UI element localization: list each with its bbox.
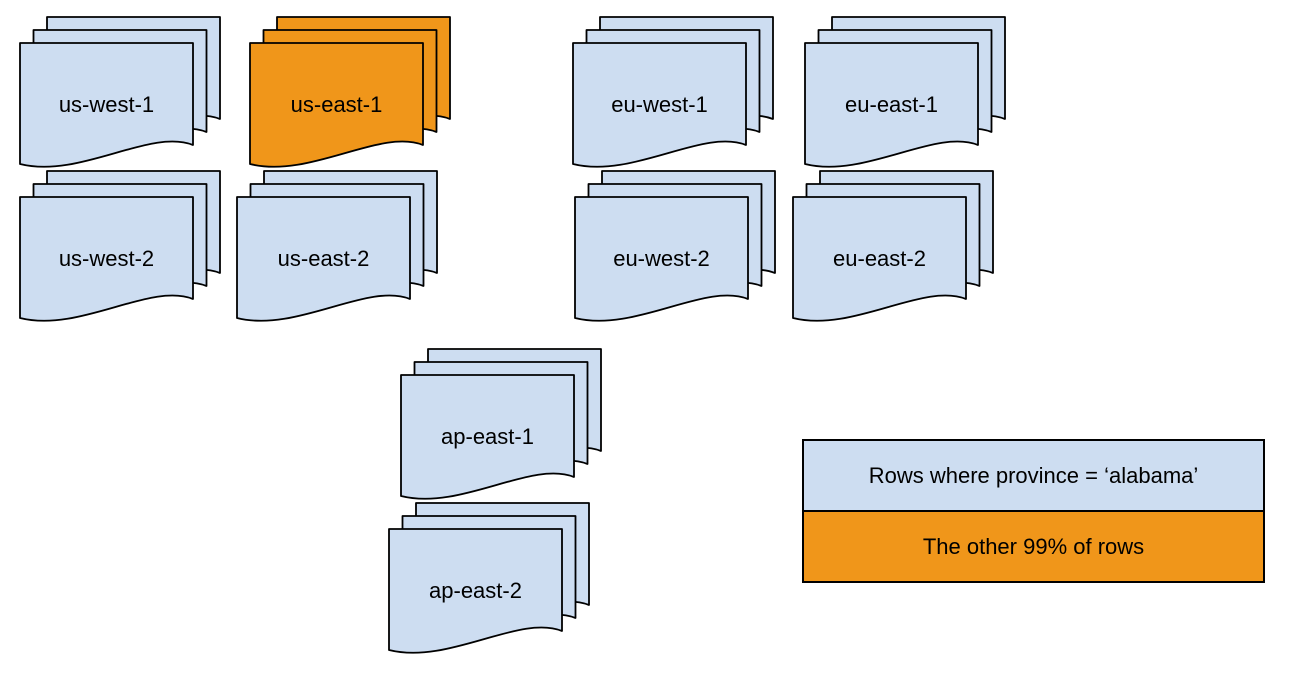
document-stack-icon (19, 170, 221, 322)
region-stack-eu-west-2: eu-west-2 (574, 170, 777, 326)
region-stack-eu-east-2: eu-east-2 (792, 170, 995, 326)
document-shape (792, 196, 967, 322)
document-shape (19, 196, 194, 322)
document-shape (249, 42, 424, 168)
document-shape (236, 196, 411, 322)
legend-item-alabama-rows: Rows where province = ‘alabama’ (804, 441, 1263, 510)
legend-item-label: Rows where province = ‘alabama’ (868, 462, 1199, 488)
region-stack-us-east-1: us-east-1 (249, 16, 452, 172)
document-stack-icon (574, 170, 776, 322)
region-stack-eu-east-1: eu-east-1 (804, 16, 1007, 172)
document-stack-icon (388, 502, 590, 654)
region-stack-ap-east-2: ap-east-2 (388, 502, 591, 658)
document-stack-icon (236, 170, 438, 322)
legend: Rows where province = ‘alabama’ The othe… (802, 439, 1265, 583)
region-stack-ap-east-1: ap-east-1 (400, 348, 603, 504)
document-stack-icon (804, 16, 1006, 168)
legend-item-label: The other 99% of rows (922, 533, 1145, 559)
document-shape (804, 42, 979, 168)
document-shape (400, 374, 575, 500)
legend-item-other-rows: The other 99% of rows (804, 510, 1263, 581)
document-stack-icon (572, 16, 774, 168)
document-stack-icon (400, 348, 602, 500)
document-shape (574, 196, 749, 322)
document-shape (19, 42, 194, 168)
region-stack-us-east-2: us-east-2 (236, 170, 439, 326)
document-shape (572, 42, 747, 168)
document-stack-icon (19, 16, 221, 168)
document-stack-icon (249, 16, 451, 168)
document-shape (388, 528, 563, 654)
region-stack-eu-west-1: eu-west-1 (572, 16, 775, 172)
region-stack-us-west-2: us-west-2 (19, 170, 222, 326)
document-stack-icon (792, 170, 994, 322)
region-stack-us-west-1: us-west-1 (19, 16, 222, 172)
